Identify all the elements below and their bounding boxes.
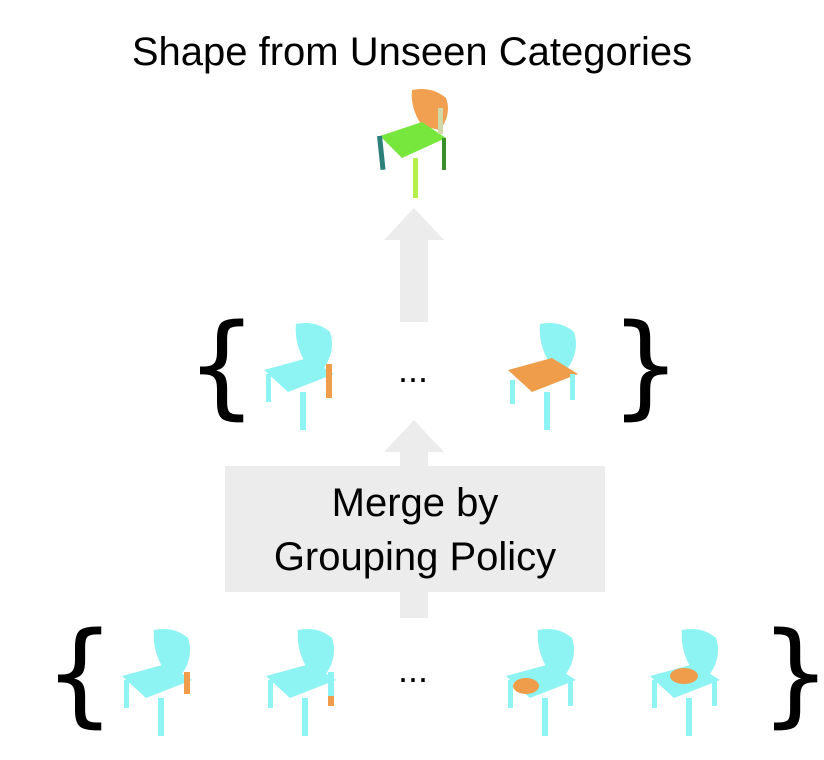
group-chair-1 [264, 323, 334, 430]
left-brace-bottom: { [44, 609, 116, 739]
up-arrow-upper [384, 208, 444, 322]
part-chair-2 [266, 629, 336, 736]
merged-chair [377, 89, 448, 198]
merge-box [225, 466, 605, 592]
merge-label-line2: Grouping Policy [273, 535, 557, 579]
part-chair-3 [506, 629, 576, 736]
merge-label: Merge by Grouping Policy [225, 476, 605, 584]
ellipsis-bottom: ... [398, 649, 429, 690]
merged-chair-leg-green [442, 138, 446, 170]
ellipsis-middle: ... [398, 349, 429, 390]
right-brace-middle: } [610, 301, 682, 431]
figure-title: Shape from Unseen Categories [131, 30, 693, 74]
merged-chair-leg-lime [413, 158, 418, 198]
part-chair-4 [650, 629, 720, 736]
merged-chair-leg-back [438, 108, 443, 134]
merge-label-line1: Merge by [331, 481, 499, 525]
part-chair-1 [122, 629, 192, 736]
left-brace-middle: { [186, 301, 258, 431]
group-chair-2 [508, 323, 578, 430]
merged-chair-leg-teal [377, 135, 386, 171]
merged-chair-seat [380, 122, 446, 158]
right-brace-bottom: } [760, 618, 824, 730]
